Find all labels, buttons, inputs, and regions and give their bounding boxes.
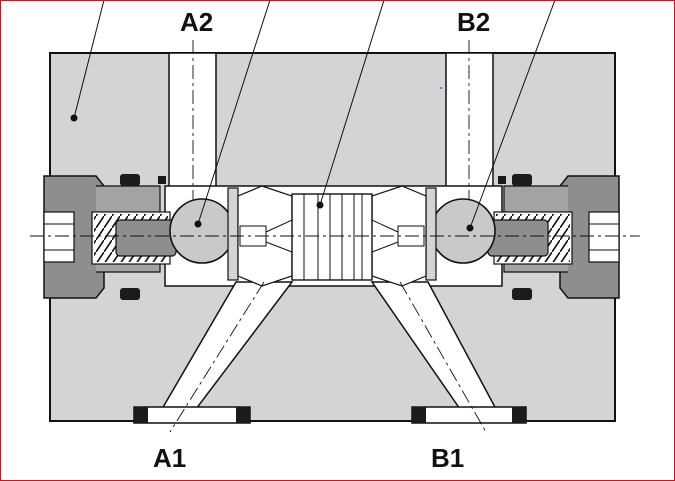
port-a1-seal [133,406,251,424]
right-bottom-seal [512,288,532,300]
left-bottom-seal [120,288,140,300]
port-label-b1: B1 [431,443,465,473]
center-lines [30,40,640,433]
pilot-spool [237,185,427,287]
right-check-ball [430,198,496,264]
left-check-ball [169,198,235,264]
port-label-a2: A2 [180,7,214,37]
port-label-a1: A1 [153,443,187,473]
port-label-b2: B2 [457,7,491,37]
right-top-seal [512,174,532,186]
leader-lines [73,0,556,229]
body-reference-dot [70,114,78,122]
left-poppet-guide [115,219,177,257]
port-b2-passage [445,52,494,194]
port-a2-passage [168,52,217,194]
right-poppet-guide [487,219,549,257]
left-top-seal [120,174,140,186]
port-b1-seal [411,406,527,424]
